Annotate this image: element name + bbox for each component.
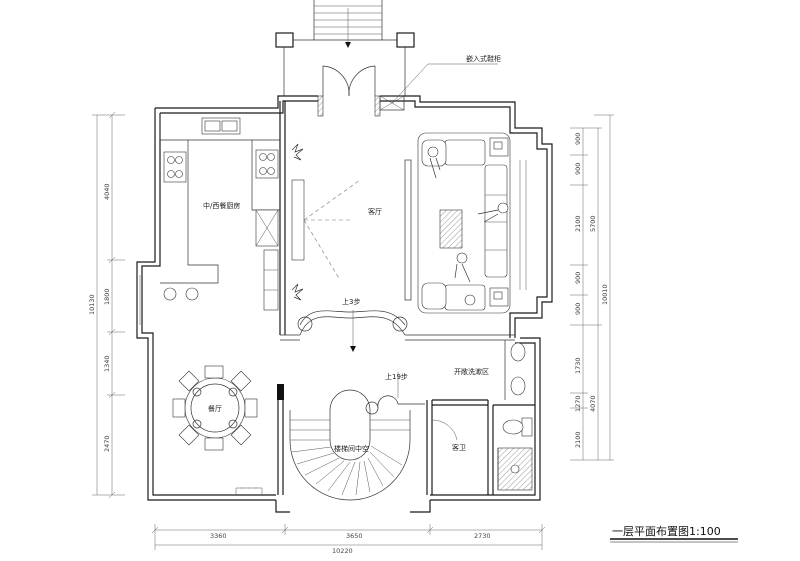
sofa-side: [484, 164, 508, 278]
porch-pillar-left: [275, 32, 294, 48]
porch-pillar-right: [396, 32, 415, 48]
wash-and-bath-fixtures: [431, 340, 533, 491]
dim-right-total: 10010: [601, 284, 609, 305]
exterior-walls: [136, 0, 553, 513]
label-up-3-steps: 上3步: [342, 297, 360, 306]
bar-stool: [163, 287, 177, 301]
sofa-top: [444, 139, 486, 166]
washbasin: [510, 376, 526, 396]
kitchen-fixtures: [139, 113, 280, 325]
washbasin: [510, 342, 526, 362]
dim-right-5: 900: [574, 303, 582, 315]
toilet-tank: [521, 417, 533, 437]
dim-bottom-3: 2730: [474, 532, 491, 540]
dim-left-2: 1800: [103, 288, 111, 305]
label-open-wash-area: 开敞洗漱区: [454, 367, 489, 376]
label-stair-void: 楼梯间中空: [334, 444, 369, 453]
dimension-lines-left: [92, 111, 125, 499]
dim-left-4: 2470: [103, 435, 111, 452]
dim-bottom-2: 3650: [346, 532, 363, 540]
bar-stool: [185, 287, 199, 301]
living-room-furniture: [291, 132, 511, 352]
front-steps: [293, 0, 397, 48]
shoe-cabinet: [379, 95, 405, 111]
toilet: [502, 419, 524, 435]
plant-icon: [291, 143, 304, 301]
cooktop-right: [255, 149, 279, 179]
dim-right-7: 1270: [574, 395, 582, 412]
label-kitchen: 中/西餐厨房: [203, 201, 240, 210]
label-guest-bathroom: 客卫: [452, 443, 466, 452]
dim-bottom-1: 3360: [210, 532, 227, 540]
dim-right-sub-2: 4070: [589, 395, 597, 412]
dimension-lines-bottom: [151, 524, 546, 550]
label-shoe-cabinet: 嵌入式鞋柜: [466, 54, 501, 63]
dining-set: [172, 365, 263, 495]
dim-right-3: 2100: [574, 215, 582, 232]
cooktop-left: [163, 151, 187, 183]
drawing-title: 一层平面布置图1:100: [612, 525, 721, 538]
dim-left-total: 10130: [88, 294, 96, 315]
dim-right-8: 2100: [574, 431, 582, 448]
dim-right-2: 900: [574, 163, 582, 175]
label-living-room: 客厅: [368, 207, 382, 216]
dim-bottom-total: 10220: [332, 547, 353, 555]
dimension-lines-right: [570, 114, 614, 461]
label-dining-room: 餐厅: [208, 404, 222, 413]
dim-right-4: 900: [574, 272, 582, 284]
dim-right-1: 900: [574, 133, 582, 145]
dim-right-sub-1: 5700: [589, 215, 597, 232]
label-up-19-steps: 上19步: [385, 372, 408, 381]
coffee-table: [439, 209, 463, 249]
armchair: [421, 282, 447, 310]
sofa-bottom: [444, 284, 486, 311]
entrance-double-door: [317, 63, 498, 117]
dim-right-6: 1730: [574, 357, 582, 374]
dim-left-1: 4040: [103, 183, 111, 200]
staircase: [289, 372, 425, 501]
dim-left-3: 1340: [103, 355, 111, 372]
